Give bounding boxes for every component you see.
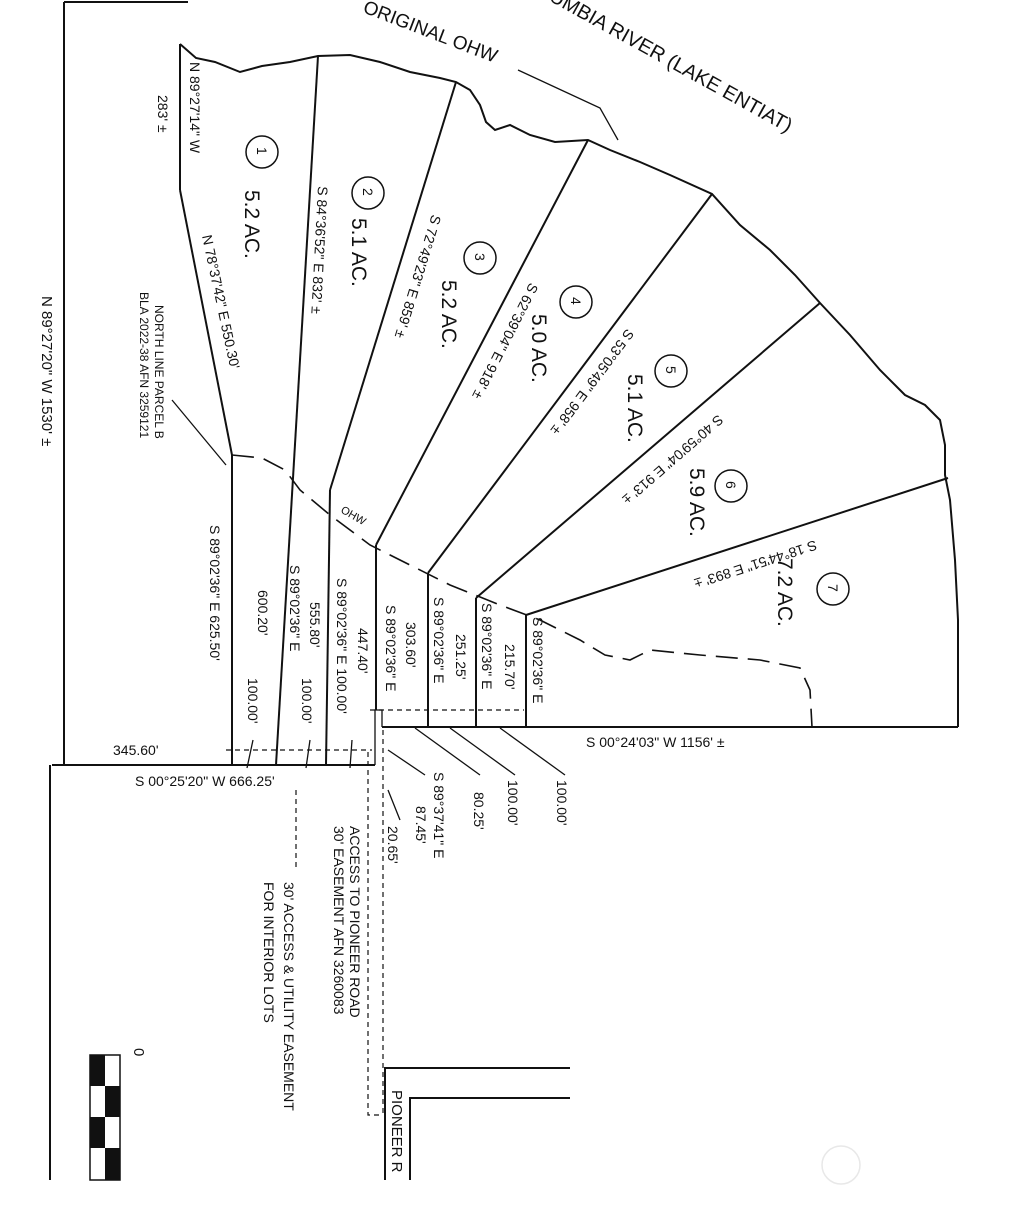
lot-line-3: [329, 81, 457, 491]
arrow-100a: [246, 739, 254, 769]
arrow-100e: [449, 727, 516, 776]
arrow-2065: [387, 789, 401, 821]
south-east-bearing: S 00°24'03" W 1156' ±: [586, 734, 725, 750]
lot-line-6: [475, 302, 821, 599]
s89-37: S 89°37'41" E: [431, 772, 447, 858]
lot-3-acres: 5.2 AC.: [437, 280, 460, 349]
d87-45: 87.45': [413, 806, 429, 844]
river-label: UMBIA RIVER (LAKE ENTIAT): [546, 0, 796, 137]
lot-labels: 1 5.2 AC. 2 5.1 AC. 3 5.2 AC. 4 5.0 AC. …: [240, 135, 850, 627]
d100-a: 100.00': [245, 678, 261, 724]
s89-e-dist: 303.60': [403, 622, 419, 668]
lot-2-acres: 5.1 AC.: [347, 218, 370, 287]
s89-d: S 89°02'36" E: [383, 605, 399, 691]
easement-lines: [226, 709, 524, 1116]
lot-line-5: [427, 193, 713, 574]
d20-65: 20.65': [385, 826, 401, 864]
south-strip-labels: S 89°02'36" E 625.50' 600.20' 100.00' S …: [207, 525, 546, 724]
d100-e: 100.00': [505, 780, 521, 826]
bearing-labels: N 89°27'14" W 283' ± N 78°37'42" E 550.3…: [155, 62, 819, 592]
bla-label: BLA 2022-38 AFN 3259121: [137, 292, 151, 438]
lot-1-acres: 5.2 AC.: [240, 190, 263, 259]
lot-4-number: 4: [568, 297, 584, 305]
lot-5-acres: 5.1 AC.: [623, 374, 646, 443]
s89-g: S 89°02'36" E: [530, 617, 546, 703]
lot-1-number: 1: [254, 147, 270, 155]
s89-e: S 89°02'36" E: [431, 597, 447, 683]
lot-5-number: 5: [663, 366, 679, 374]
access-note-2: 30' EASEMENT AFN 3260083: [331, 826, 347, 1015]
d100-b: 100.00': [299, 678, 315, 724]
s89-a: S 89°02'36" E 625.50': [207, 525, 223, 661]
lot-line-3-south: [325, 489, 331, 766]
easement-notes: ACCESS TO PIONEER ROAD 30' EASEMENT AFN …: [261, 826, 363, 1111]
interior-note-2: FOR INTERIOR LOTS: [261, 882, 277, 1023]
lot-7-acres: 7.2 AC.: [773, 558, 796, 627]
lot-7-number: 7: [825, 584, 841, 592]
north-top-bearing: N 89°27'14" W: [187, 62, 203, 154]
ohw-dashed-line: [231, 454, 813, 728]
road-edge-1: [384, 1067, 570, 1180]
lot-3-number: 3: [472, 253, 488, 261]
s89-f: S 89°02'36" E: [479, 603, 495, 689]
watermark-circle: [821, 1145, 861, 1185]
line-3-bearing: S 72°49'23" E 859' ±: [392, 213, 445, 340]
pioneer-road: PIONEER R: [384, 1067, 570, 1180]
interior-note-1: 30' ACCESS & UTILITY EASEMENT: [281, 882, 297, 1111]
s89-c-dist: 555.80': [307, 602, 323, 648]
north-line-parcel-label: NORTH LINE PARCEL B: [152, 305, 166, 439]
access-jog: [374, 709, 383, 765]
arrow-100d: [499, 727, 566, 776]
line-2-bearing: S 84°36'52" E 832' ±: [308, 186, 331, 315]
arrow-8025: [414, 727, 481, 776]
lower-distance-labels: 100.00' 100.00' 80.25' S 89°37'41" E 87.…: [385, 772, 570, 864]
road-edge-2: [409, 1097, 570, 1180]
scale-bar: 0: [89, 1048, 147, 1181]
lot-line-2: [275, 55, 319, 766]
lot-line-1: [179, 189, 233, 456]
callout-arrows: [171, 69, 619, 870]
arrow-100c: [349, 739, 353, 769]
access-easement-west: [367, 752, 380, 1116]
dist-345-60: 345.60': [113, 742, 159, 758]
s89-d-dist: 447.40': [355, 628, 371, 674]
lot-line-4: [375, 139, 589, 546]
lot-4-acres: 5.0 AC.: [527, 314, 550, 383]
d80-25: 80.25': [471, 792, 487, 830]
lot-6-number: 6: [723, 481, 739, 489]
lot-lines: [179, 44, 949, 766]
west-line-bearing: N 89°27'20" W 1530' ±: [38, 296, 55, 446]
access-note-1: ACCESS TO PIONEER ROAD: [347, 826, 363, 1018]
line-1-bearing: N 78°37'42" E 550.30': [199, 233, 243, 370]
south-west-bearing: S 00°25'20" W 666.25': [135, 773, 275, 789]
s89-f-dist: 251.25': [453, 634, 469, 680]
road-label: PIONEER R: [388, 1090, 405, 1173]
arrow-8745: [387, 749, 426, 776]
ohw-arrow: [517, 69, 619, 141]
lot-2-number: 2: [360, 188, 376, 196]
scale-zero: 0: [130, 1048, 147, 1056]
s89-c: S 89°02'36" E 100.00': [334, 578, 350, 714]
s89-g-dist: 215.70': [502, 644, 518, 690]
lot-line-7: [525, 477, 949, 616]
line-7-bearing: S 18°44'51" E 893' ±: [692, 537, 819, 592]
ohw-label: ORIGINAL OHW: [360, 0, 500, 68]
north-top-distance: 283' ±: [155, 95, 171, 133]
d100-d: 100.00': [554, 780, 570, 826]
s89-b: S 89°02'36" E: [287, 565, 303, 651]
arrow-100b: [305, 739, 311, 769]
s89-b-dist: 600.20': [255, 590, 271, 636]
lot-6-acres: 5.9 AC.: [685, 468, 708, 537]
north-line-arrow: [171, 399, 227, 466]
parcel-boundary: [49, 1, 958, 1180]
